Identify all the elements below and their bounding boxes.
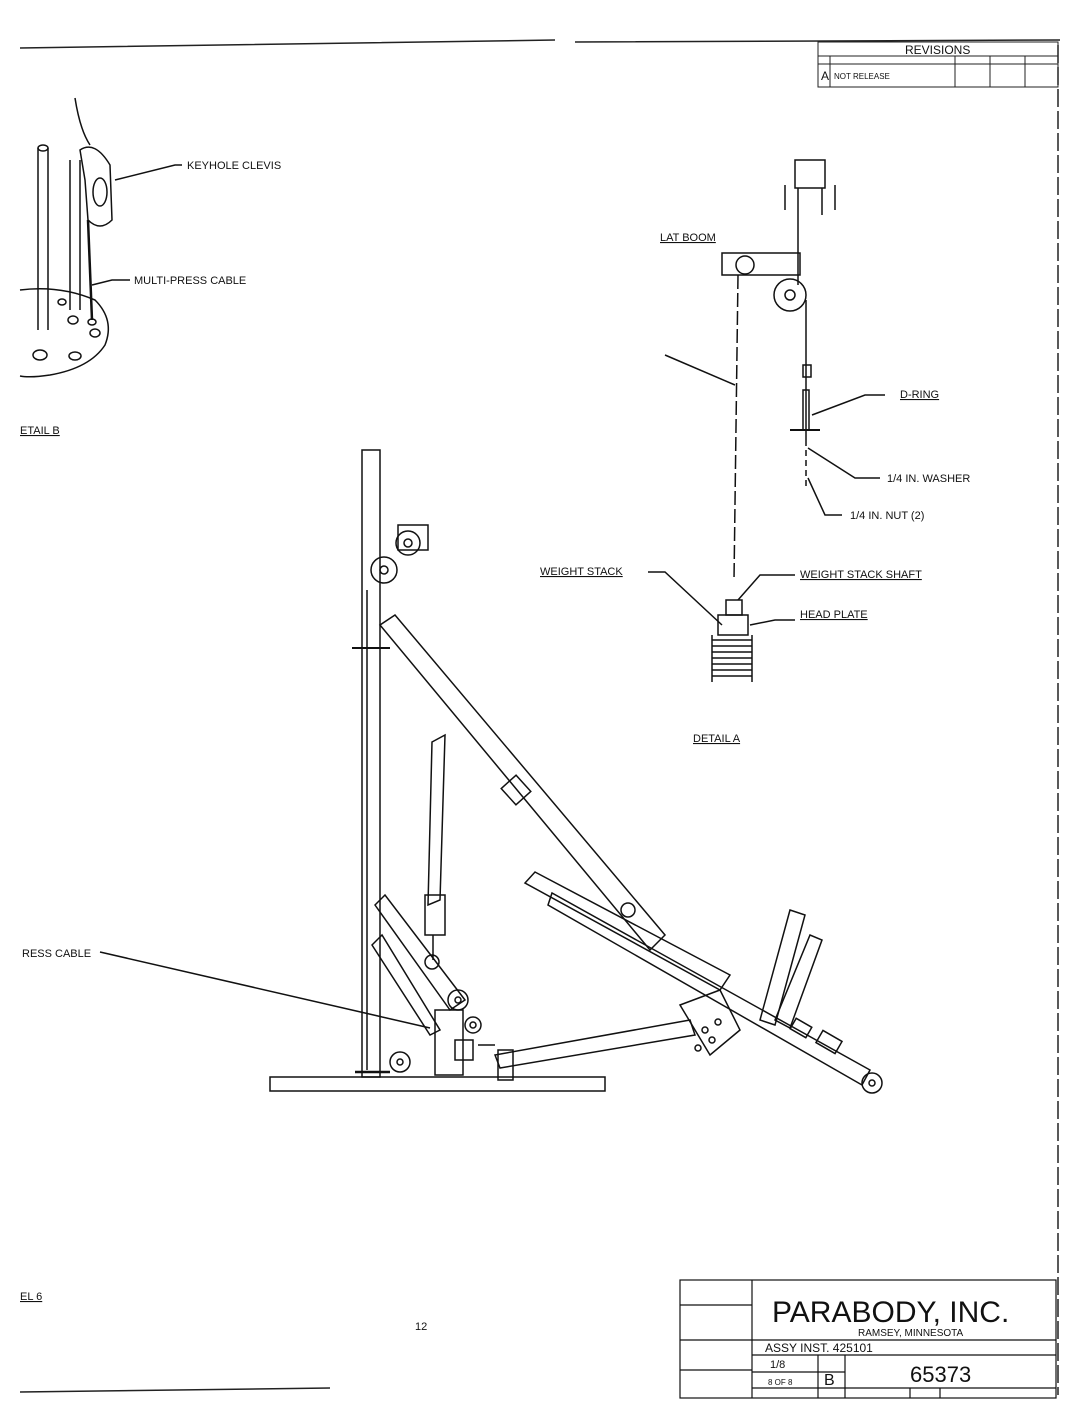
size-value: B <box>824 1372 835 1389</box>
company-name: PARABODY, INC. <box>772 1296 1009 1329</box>
detail-b-title: ETAIL B <box>20 425 60 437</box>
nut-label: 1/4 IN. NUT (2) <box>850 510 924 522</box>
sheet-border <box>19 39 1061 1395</box>
company-location: RAMSEY, MINNESOTA <box>858 1328 964 1339</box>
scale-value: 1/8 <box>770 1359 785 1371</box>
weight-stack-shaft-label: WEIGHT STACK SHAFT <box>800 569 922 581</box>
lat-boom-label: LAT BOOM <box>660 232 716 244</box>
revisions-title: REVISIONS <box>905 43 970 57</box>
d-ring-label: D-RING <box>900 389 939 401</box>
title-block: PARABODY, INC. RAMSEY, MINNESOTA ASSY IN… <box>679 1279 1057 1399</box>
multi-press-cable-label: MULTI-PRESS CABLE <box>134 275 246 287</box>
detail-a-drawing <box>648 159 885 682</box>
weight-stack-label: WEIGHT STACK <box>540 566 623 578</box>
press-cable-label: RESS CABLE <box>22 948 91 960</box>
washer-label: 1/4 IN. WASHER <box>887 473 970 485</box>
detail-b-drawing <box>19 97 182 378</box>
head-plate-label: HEAD PLATE <box>800 609 868 621</box>
revision-description: NOT RELEASE <box>834 72 890 81</box>
page-number: 12 <box>415 1321 427 1333</box>
sheet-value: 8 OF 8 <box>768 1378 793 1387</box>
machine-side-view <box>99 449 883 1094</box>
detail-a-title: DETAIL A <box>693 733 741 745</box>
drawing-title: ASSY INST. 425101 <box>765 1341 873 1355</box>
revisions-block: REVISIONS A NOT RELEASE <box>817 41 1059 88</box>
drawing-number: 65373 <box>910 1362 971 1387</box>
keyhole-clevis-label: KEYHOLE CLEVIS <box>187 160 281 172</box>
revision-letter: A <box>821 69 829 83</box>
view-label: EL 6 <box>20 1291 42 1303</box>
